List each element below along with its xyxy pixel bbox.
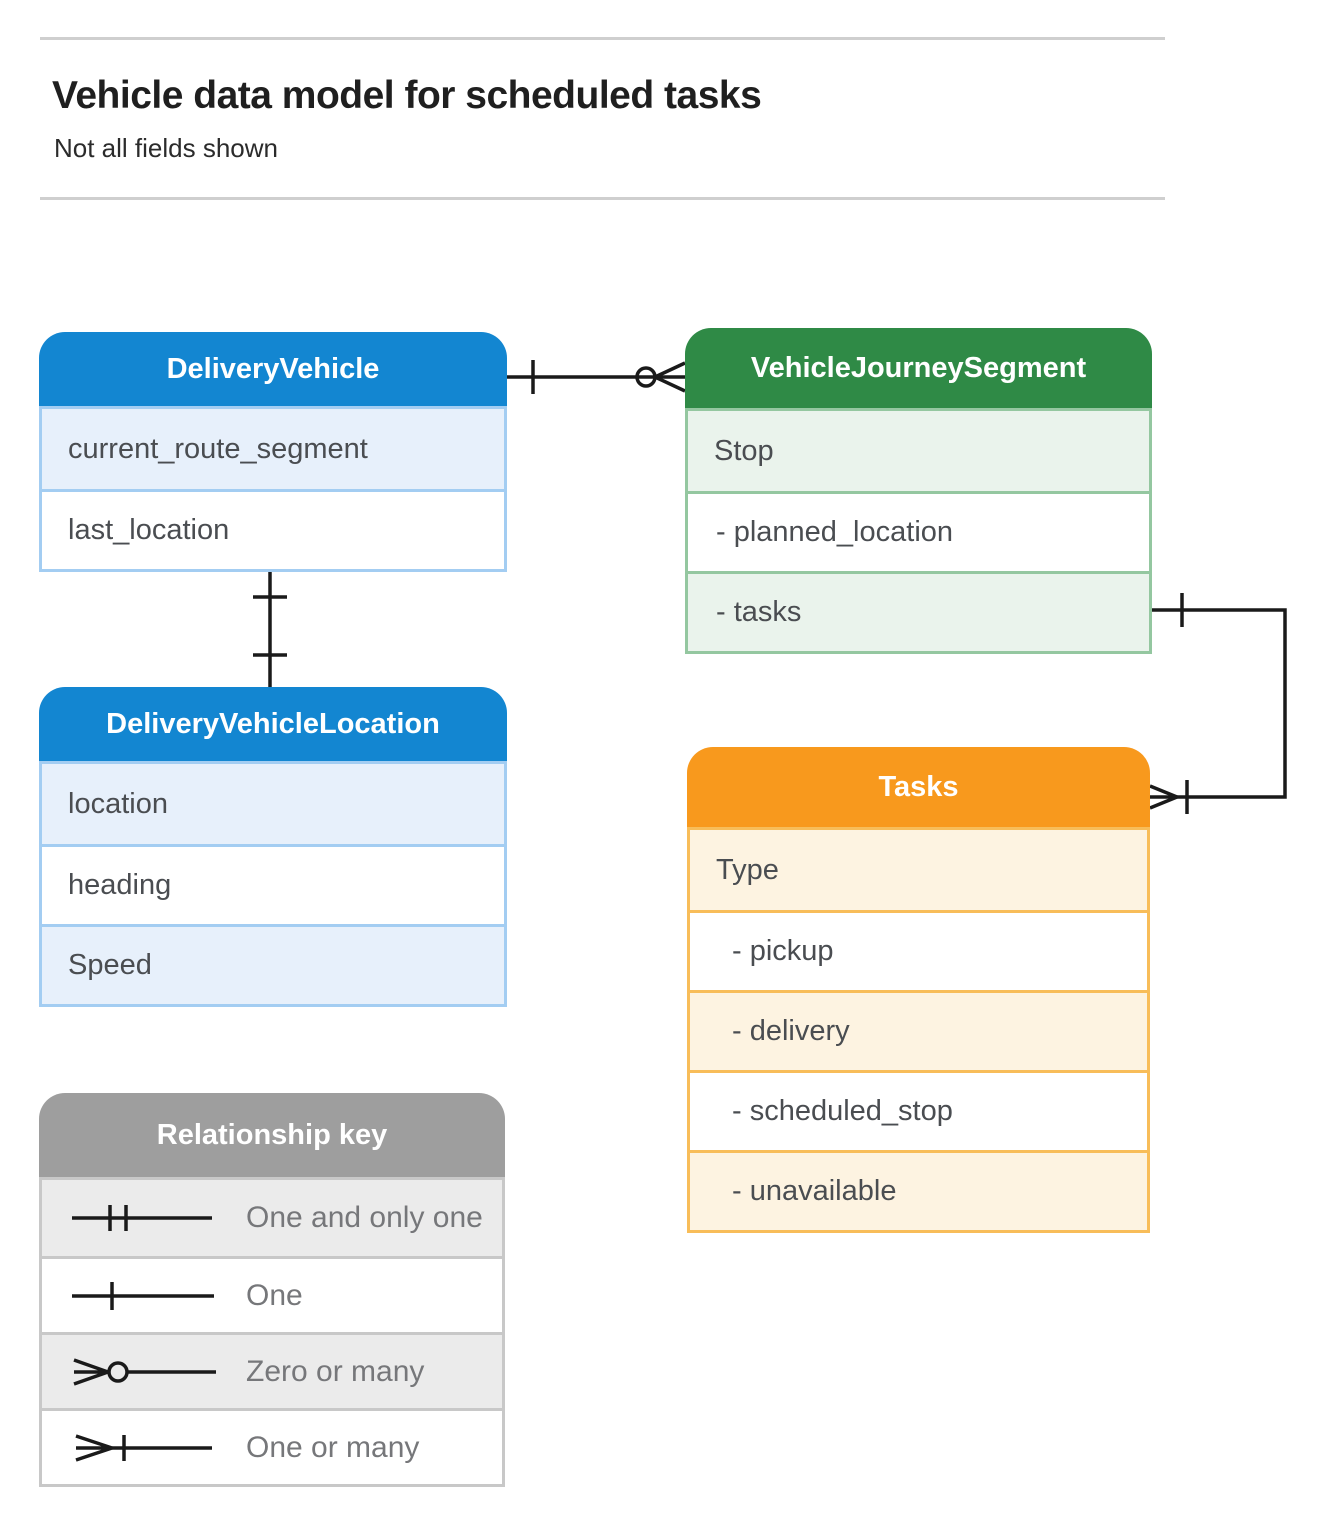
field-tasks: - tasks [688, 571, 1149, 651]
connector-deliveryvehicle-deliveryvehiclelocation [253, 566, 287, 687]
relationship-key-title: Relationship key [39, 1093, 505, 1177]
one-or-many-icon [64, 1430, 224, 1466]
relationship-key: Relationship key One and only one [39, 1093, 505, 1487]
field-planned-location: - planned_location [688, 491, 1149, 571]
one-icon [64, 1278, 224, 1314]
entity-delivery-vehicle-location: DeliveryVehicleLocation location heading… [39, 687, 507, 1007]
field-location: location [42, 764, 504, 844]
field-pickup: - pickup [690, 910, 1147, 990]
entity-vehicle-journey-segment: VehicleJourneySegment Stop - planned_loc… [685, 328, 1152, 654]
entity-delivery-vehicle: DeliveryVehicle current_route_segment la… [39, 332, 507, 572]
one-and-only-one-icon [64, 1200, 224, 1236]
crow-foot-icon [654, 361, 686, 393]
key-label: One and only one [246, 1201, 483, 1234]
entity-tasks-body: Type - pickup - delivery - scheduled_sto… [687, 827, 1150, 1233]
zero-circle-icon [635, 366, 657, 388]
entity-tasks-title: Tasks [687, 747, 1150, 827]
field-unavailable: - unavailable [690, 1150, 1147, 1230]
entity-delivery-vehicle-title: DeliveryVehicle [39, 332, 507, 406]
entity-delivery-vehicle-body: current_route_segment last_location [39, 406, 507, 572]
field-scheduled-stop: - scheduled_stop [690, 1070, 1147, 1150]
key-label: One or many [246, 1430, 420, 1464]
zero-or-many-icon [64, 1354, 224, 1390]
connector-vehiclejourneysegment-tasks [1149, 593, 1287, 814]
entity-tasks: Tasks Type - pickup - delivery - schedul… [687, 747, 1150, 1233]
entity-vehicle-journey-segment-body: Stop - planned_location - tasks [685, 408, 1152, 654]
header-divider [40, 197, 1165, 200]
key-row-zero-or-many: Zero or many [42, 1332, 502, 1408]
field-current-route-segment: current_route_segment [42, 409, 504, 489]
key-row-one-and-only-one: One and only one [42, 1180, 502, 1256]
key-row-one: One [42, 1256, 502, 1332]
field-type: Type [690, 830, 1147, 910]
crow-foot-icon [1149, 784, 1178, 810]
key-label: One [246, 1278, 303, 1312]
field-speed: Speed [42, 924, 504, 1004]
field-stop: Stop [688, 411, 1149, 491]
connector-deliveryvehicle-vehiclejourneysegment [507, 360, 686, 394]
page-title: Vehicle data model for scheduled tasks [52, 74, 762, 117]
entity-vehicle-journey-segment-title: VehicleJourneySegment [685, 328, 1152, 408]
relationship-key-body: One and only one One [39, 1177, 505, 1487]
entity-delivery-vehicle-location-body: location heading Speed [39, 761, 507, 1007]
field-last-location: last_location [42, 489, 504, 569]
page-subtitle: Not all fields shown [54, 133, 278, 163]
field-heading: heading [42, 844, 504, 924]
key-row-one-or-many: One or many [42, 1408, 502, 1484]
key-label: Zero or many [246, 1354, 425, 1388]
entity-delivery-vehicle-location-title: DeliveryVehicleLocation [39, 687, 507, 761]
field-delivery: - delivery [690, 990, 1147, 1070]
top-divider [40, 37, 1165, 40]
